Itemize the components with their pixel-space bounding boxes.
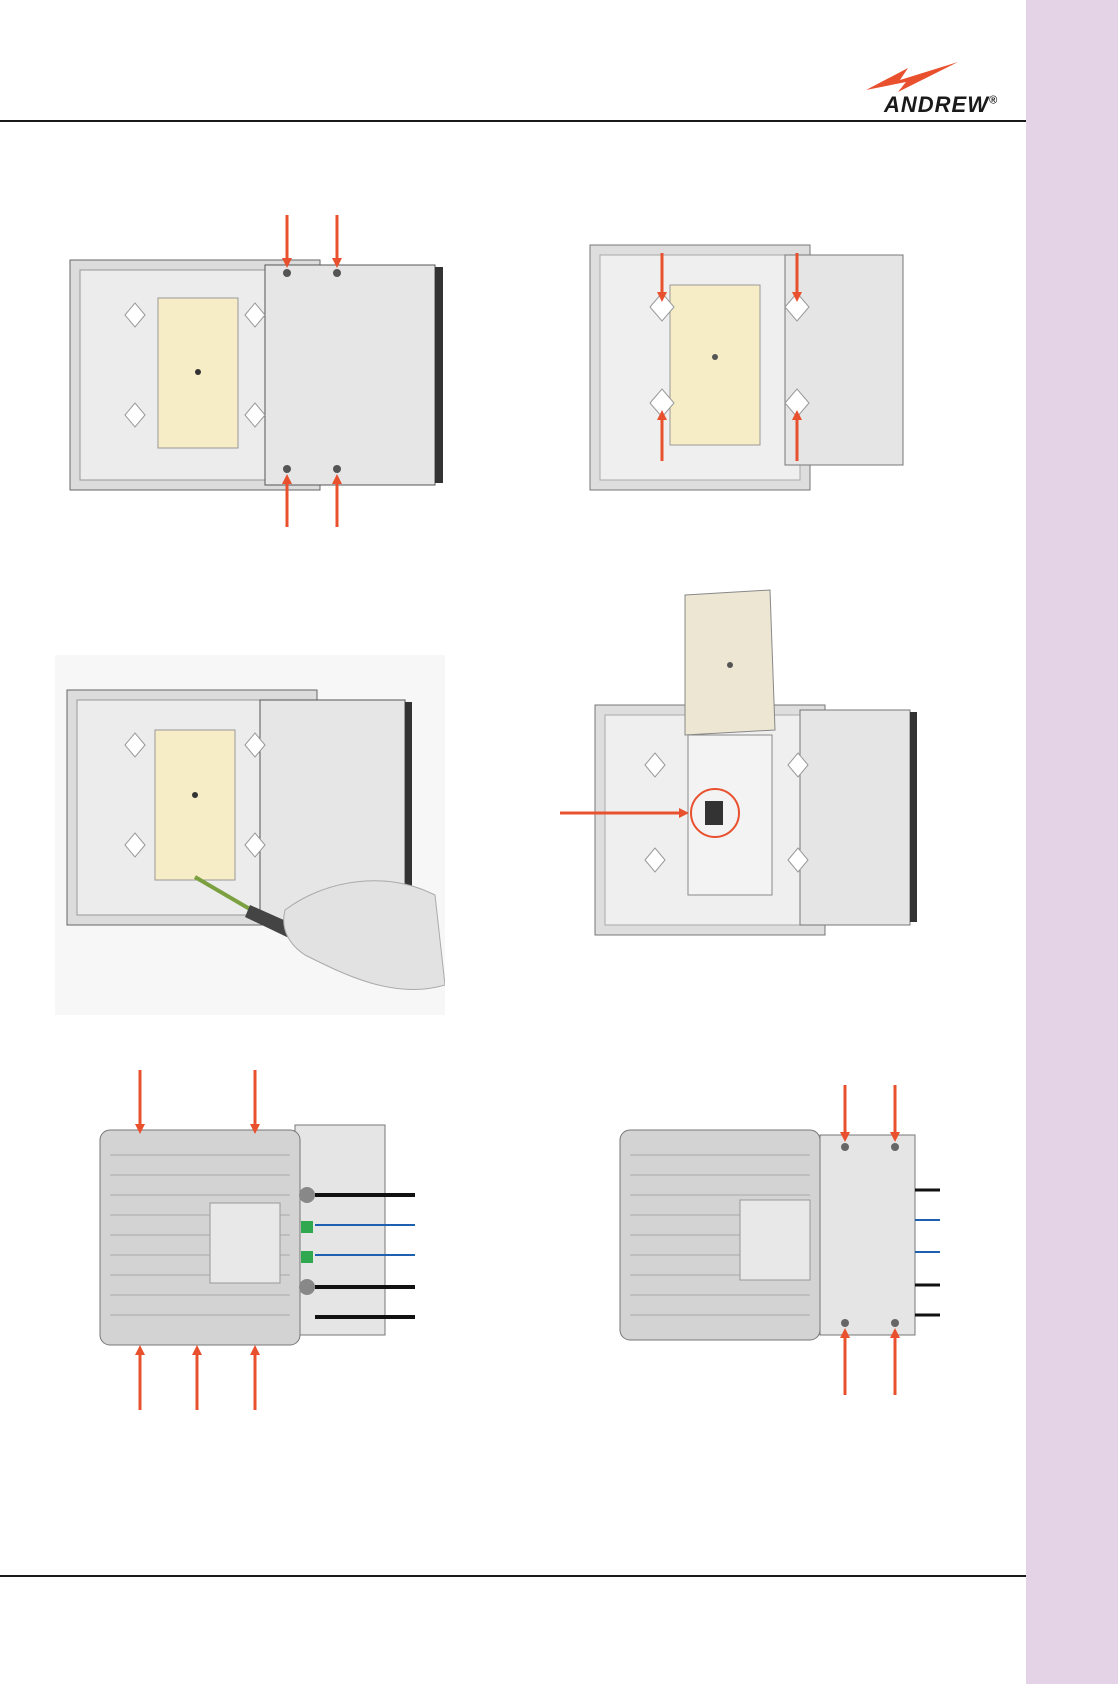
figure-screwdriver [55,655,445,1015]
figure-splice-tray [560,585,930,955]
andrew-logo: ANDREW® [848,62,1028,122]
figure-mounting-holes [575,225,915,525]
figure-unit-cover-closed [600,1080,940,1410]
figure-unit-cables [75,1065,435,1420]
header-rule [0,120,1026,122]
logo-wordmark: ANDREW® [884,92,998,118]
figure-cover-screws [55,205,455,535]
splice-tray [688,735,772,895]
side-tab-band [1026,0,1118,1684]
footer-rule [0,1575,1026,1577]
